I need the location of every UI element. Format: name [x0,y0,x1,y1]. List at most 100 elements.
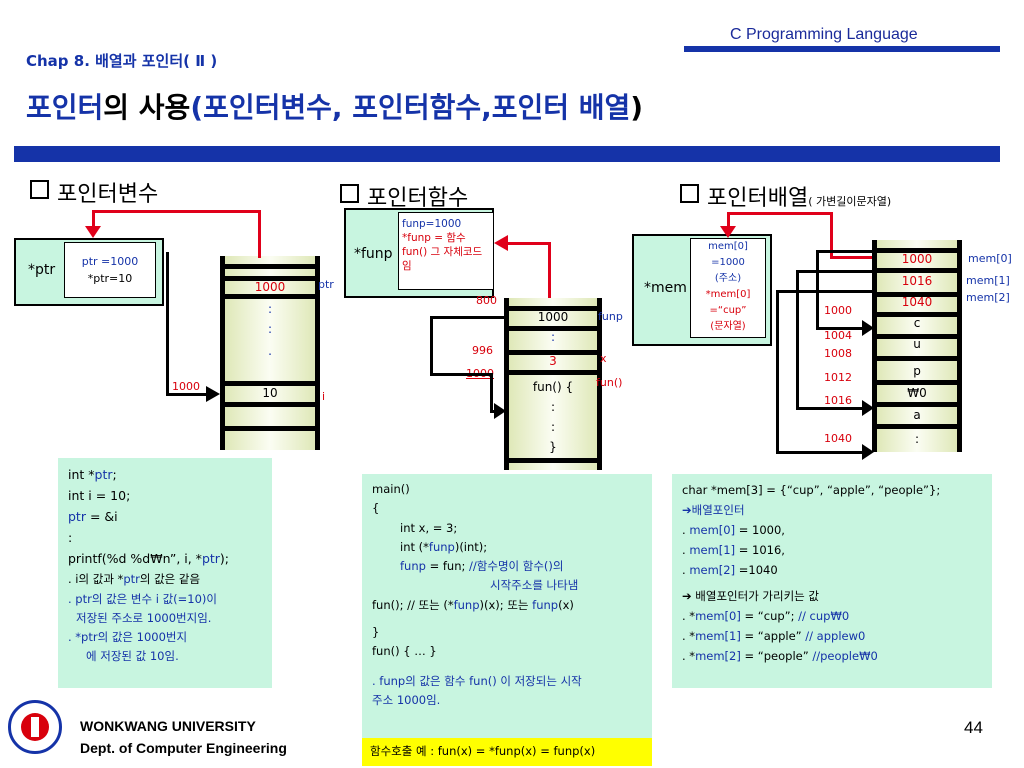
code-fragment: fun(); // 또는 (* [372,597,454,612]
arrow-line [727,212,730,232]
title-part: (포인터변수, 포인터함수,포인터 배열 [190,91,631,124]
funp-box-label: *funp [354,246,393,262]
address-label: 1008 [824,347,852,360]
note-line: =1000 [711,257,745,268]
arrow-line [796,270,872,273]
code-line: : [550,420,556,434]
code-fragment: funp [453,597,480,612]
memory-cell: ₩0 [907,386,927,400]
ladder-rung [877,248,957,253]
ladder-rung [877,312,957,317]
arrow-line [166,252,169,396]
code-line: . mem[1] = 1016, [682,540,982,560]
ladder-rung [877,402,957,407]
code-fragment: . * [682,629,696,643]
function-call-example: 함수호출 예 : fun(x) = *funp(x) = funp(x) [362,738,652,766]
title-part: 의 사용 [103,91,191,124]
memory-cell: 1000 [254,280,286,294]
note-line: ptr =1000 [81,255,139,268]
code-fragment: ptr [201,551,220,566]
checkbox-bullet-icon [680,184,699,203]
memory-cell: p [913,364,921,378]
section-label: 포인터변수 [57,182,159,207]
title-bar [14,146,1000,162]
ladder-rung [877,356,957,361]
code-fragment: (x) [558,597,574,612]
memory-ladder: 1000 1016 1040 c u p ₩0 a : [872,240,962,452]
code-line: main() [372,482,410,496]
code-line: ➔ 배열포인터가 가리키는 값 [682,589,819,603]
ladder-rung [225,426,315,431]
code-fragment: . * [682,609,696,623]
note-line: *funp = 함수 fun() 그 자체코드임 [402,232,483,272]
course-underline [684,46,1000,52]
code-line: int (*funp)(int); [372,538,642,557]
checkbox-bullet-icon [340,184,359,203]
code-fragment: mem[0] [695,609,741,623]
ladder-rung [509,350,597,355]
code-box-ptr-func: main() { int x, = 3; int (*funp)(int); f… [362,474,652,738]
section-pointer-variable: 포인터변수 [30,176,158,208]
address-label: 1000 [824,304,852,317]
section-pointer-array: 포인터배열( 가변길이문자열) [680,180,891,212]
code-fragment: int (* [400,539,429,554]
memory-cell: . [268,344,272,358]
code-line: { [372,501,380,516]
code-fragment: = fun; [425,559,470,574]
ladder-rung [877,268,957,273]
memory-cell: 1000 [901,252,933,266]
code-line: . mem[0] = 1000, [682,520,982,540]
code-fragment: = 1016, [735,543,785,557]
note-line: funp=1000 [402,218,462,230]
code-fragment: = “cup”; [740,609,799,623]
code-fragment: printf(%d %d₩n”, i, * [68,551,202,566]
code-comment: 에 저장된 값 10임. [86,649,179,663]
code-line: fun() { [532,380,574,394]
code-line: int x, = 3; [400,520,458,535]
arrow-line [430,316,504,319]
arrow-head-icon [720,226,736,238]
memory-cell: 1000 [537,310,569,324]
address-label: 1004 [824,329,852,342]
title-part: 포인터 [26,91,104,124]
code-line: char *mem[3] = {“cup”, “apple”, “people”… [682,483,941,497]
code-fragment: ; [112,467,117,482]
code-line: . *mem[0] = “cup”; // cup₩0 [682,606,982,626]
code-fragment: )(int); [454,539,488,554]
arrow-line [92,210,95,232]
code-line: fun(); // 또는 (*funp)(x); 또는 funp(x) [372,596,642,615]
ladder-rung [877,424,957,429]
code-fragment: mem[1] [689,543,736,557]
arrow-head-icon [862,400,874,416]
page-number: 44 [964,718,983,737]
note-line: *ptr=10 [87,272,133,285]
arrow-line [430,316,433,376]
code-fragment: 의 값은 같음 [139,572,201,586]
arrow-line [430,373,492,376]
course-title: C Programming Language [730,26,918,43]
code-line: printf(%d %d₩n”, i, *ptr); [68,548,262,569]
arrow-line [490,410,496,413]
arrow-line [776,290,779,454]
memory-cell: : [267,302,273,316]
arrow-line [92,210,261,213]
memory-cell: a [913,408,921,422]
code-line: : [550,400,556,414]
section-note: ( 가변길이문자열) [808,195,892,208]
ladder-rung [225,264,315,269]
code-fragment: funp [400,559,426,574]
memory-cell: 1016 [901,274,933,288]
code-fragment: mem[2] [689,563,736,577]
code-fragment: // applew0 [805,629,866,643]
code-fragment: mem[2] [695,649,741,663]
note-line: mem[0] [708,241,748,252]
code-fragment: )(x); 또는 [479,597,533,612]
code-fragment: funp [532,597,559,612]
mem-label: mem[1] [966,274,1010,287]
code-fragment: . * [682,649,696,663]
arrow-line [776,451,866,454]
code-fragment: //함수명이 함수()의 [469,559,564,574]
title-part: ) [630,91,644,124]
code-fragment: funp [428,539,455,554]
note-line: =“cup” [709,305,747,316]
